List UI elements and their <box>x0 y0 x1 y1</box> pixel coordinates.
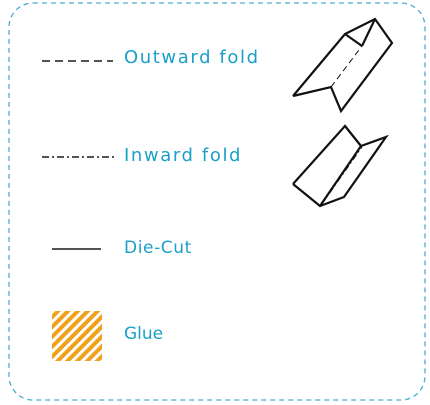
inward-fold-label: Inward fold <box>124 145 243 166</box>
die-cut-label: Die-Cut <box>124 238 192 258</box>
outward-fold-label: Outward fold <box>124 47 260 68</box>
folded-valley-icon <box>292 124 389 208</box>
legend-border <box>8 2 426 401</box>
glue-label: Glue <box>124 324 164 344</box>
folded-mountain-icon <box>292 17 394 114</box>
glue-swatch-icon <box>52 311 102 361</box>
